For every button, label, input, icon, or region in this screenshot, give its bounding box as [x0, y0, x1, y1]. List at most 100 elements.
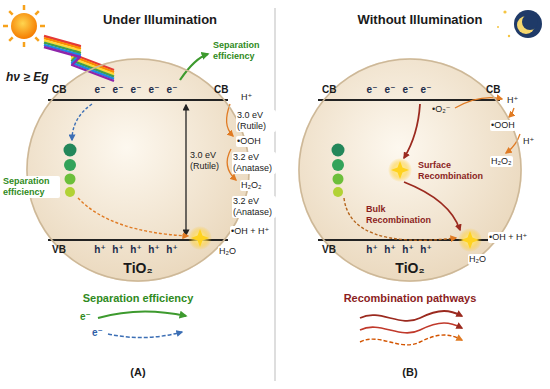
recombination-motif — [360, 323, 462, 333]
species-label: •OOH — [490, 120, 516, 131]
charge-sphere — [333, 187, 343, 197]
energy-gap-label: 3.2 eV (Anatase) — [232, 152, 276, 174]
star-dot — [503, 10, 506, 13]
process-caption: Separation efficiency — [83, 292, 194, 305]
band-label: CB — [322, 84, 336, 96]
recombination-glow — [388, 158, 412, 182]
electron-path — [72, 104, 92, 140]
electron: e⁻ — [403, 84, 414, 96]
recombination-arrow — [404, 104, 420, 158]
moon-shadow — [522, 14, 538, 30]
band-label: CB — [52, 84, 66, 96]
electron: e⁻ — [421, 84, 432, 96]
sun-ray — [40, 25, 45, 28]
photon-energy: hν ≥ Eg — [6, 70, 49, 84]
species-label: H₂O — [468, 254, 487, 265]
process-label: Separation efficiency — [212, 40, 272, 62]
electron: e⁻ — [367, 84, 378, 96]
separation-motif — [108, 332, 182, 338]
hole: h⁺ — [384, 244, 395, 256]
recombination-star — [461, 231, 479, 249]
process-label: Separation efficiency — [2, 176, 60, 198]
recombination-motif — [360, 335, 462, 345]
hole: h⁺ — [366, 244, 377, 256]
recombination-glow — [458, 228, 482, 252]
hole: h⁺ — [166, 244, 177, 256]
band-label: VB — [322, 244, 336, 256]
moon-icon — [497, 10, 542, 38]
panel-heading: Under Illumination — [103, 12, 217, 28]
star-dot — [508, 35, 510, 37]
sun-disc — [11, 13, 37, 39]
species-label: H⁺ — [506, 95, 519, 106]
electron: e⁻ — [167, 84, 178, 96]
reaction-arrow — [509, 108, 514, 117]
panel-letter: (B) — [402, 366, 417, 379]
electron: e⁻ — [80, 311, 91, 323]
sun-ray — [9, 11, 13, 15]
sun-ray — [9, 37, 13, 41]
species-label: H₂O — [218, 246, 237, 257]
sun-ray — [35, 37, 39, 41]
panel-divider — [275, 8, 276, 381]
recombination-label: Surface Recombination — [418, 160, 488, 182]
energy-gap-label: 3.0 eV (Rutile) — [236, 110, 276, 132]
recombination-path — [344, 198, 456, 240]
particle-border — [299, 59, 521, 281]
species-label: •OH + H⁺ — [488, 232, 528, 243]
hole: h⁺ — [148, 244, 159, 256]
electron: e⁻ — [95, 84, 106, 96]
energy-gap-label: 3.2 eV (Anatase) — [232, 196, 276, 218]
tio2-particle: CBCBe⁻e⁻e⁻e⁻e⁻3.0 eV (Rutile)VBh⁺h⁺h⁺h⁺h… — [26, 58, 250, 282]
charge-sphere — [332, 159, 344, 171]
sun-icon — [3, 5, 45, 47]
species-label: •OH + H⁺ — [230, 226, 270, 237]
species-label: H⁺ — [240, 92, 253, 103]
sun-ray — [35, 11, 39, 15]
sun-ray — [23, 5, 26, 10]
electron: e⁻ — [113, 84, 124, 96]
charge-sphere — [64, 144, 77, 157]
radical-label: •O₂⁻ — [432, 104, 450, 115]
band-label: VB — [52, 244, 66, 256]
recombination-motif — [360, 311, 462, 321]
hole: h⁺ — [402, 244, 413, 256]
band-gap-arrow — [185, 105, 186, 235]
moon-disc — [514, 10, 542, 38]
separation-arrow — [180, 54, 208, 80]
band-label: CB — [486, 84, 500, 96]
light-beam — [44, 36, 114, 81]
species-label: H₂O₂ — [490, 156, 513, 167]
tio2-particle: CBCBe⁻e⁻e⁻e⁻•O₂⁻Surface RecombinationBul… — [298, 58, 522, 282]
charge-sphere — [333, 174, 344, 185]
species-label: •OOH — [236, 136, 262, 147]
recombination-star — [391, 161, 409, 179]
electron: e⁻ — [92, 327, 103, 339]
band-label: CB — [214, 84, 228, 96]
particle-fill — [298, 58, 522, 282]
sun-ray — [3, 25, 8, 28]
sun-ray — [23, 42, 26, 47]
energy-gap-label: 3.0 eV (Rutile) — [190, 150, 226, 172]
separation-motif — [98, 311, 186, 318]
particle-border — [27, 59, 249, 281]
excitation-star — [191, 229, 209, 247]
electron: e⁻ — [131, 84, 142, 96]
panel-heading: Without Illumination — [358, 12, 483, 28]
hole: h⁺ — [112, 244, 123, 256]
charge-sphere — [332, 144, 345, 157]
star-dot — [497, 26, 499, 28]
charge-sphere — [64, 159, 76, 171]
panel-letter: (A) — [130, 366, 145, 379]
species-label: H⁺ — [522, 136, 535, 147]
charge-sphere — [65, 187, 75, 197]
hole: h⁺ — [94, 244, 105, 256]
electron: e⁻ — [149, 84, 160, 96]
material-label: TiO₂ — [123, 260, 152, 276]
material-label: TiO₂ — [395, 260, 424, 276]
charge-sphere — [65, 174, 76, 185]
species-label: H₂O₂ — [240, 180, 263, 191]
